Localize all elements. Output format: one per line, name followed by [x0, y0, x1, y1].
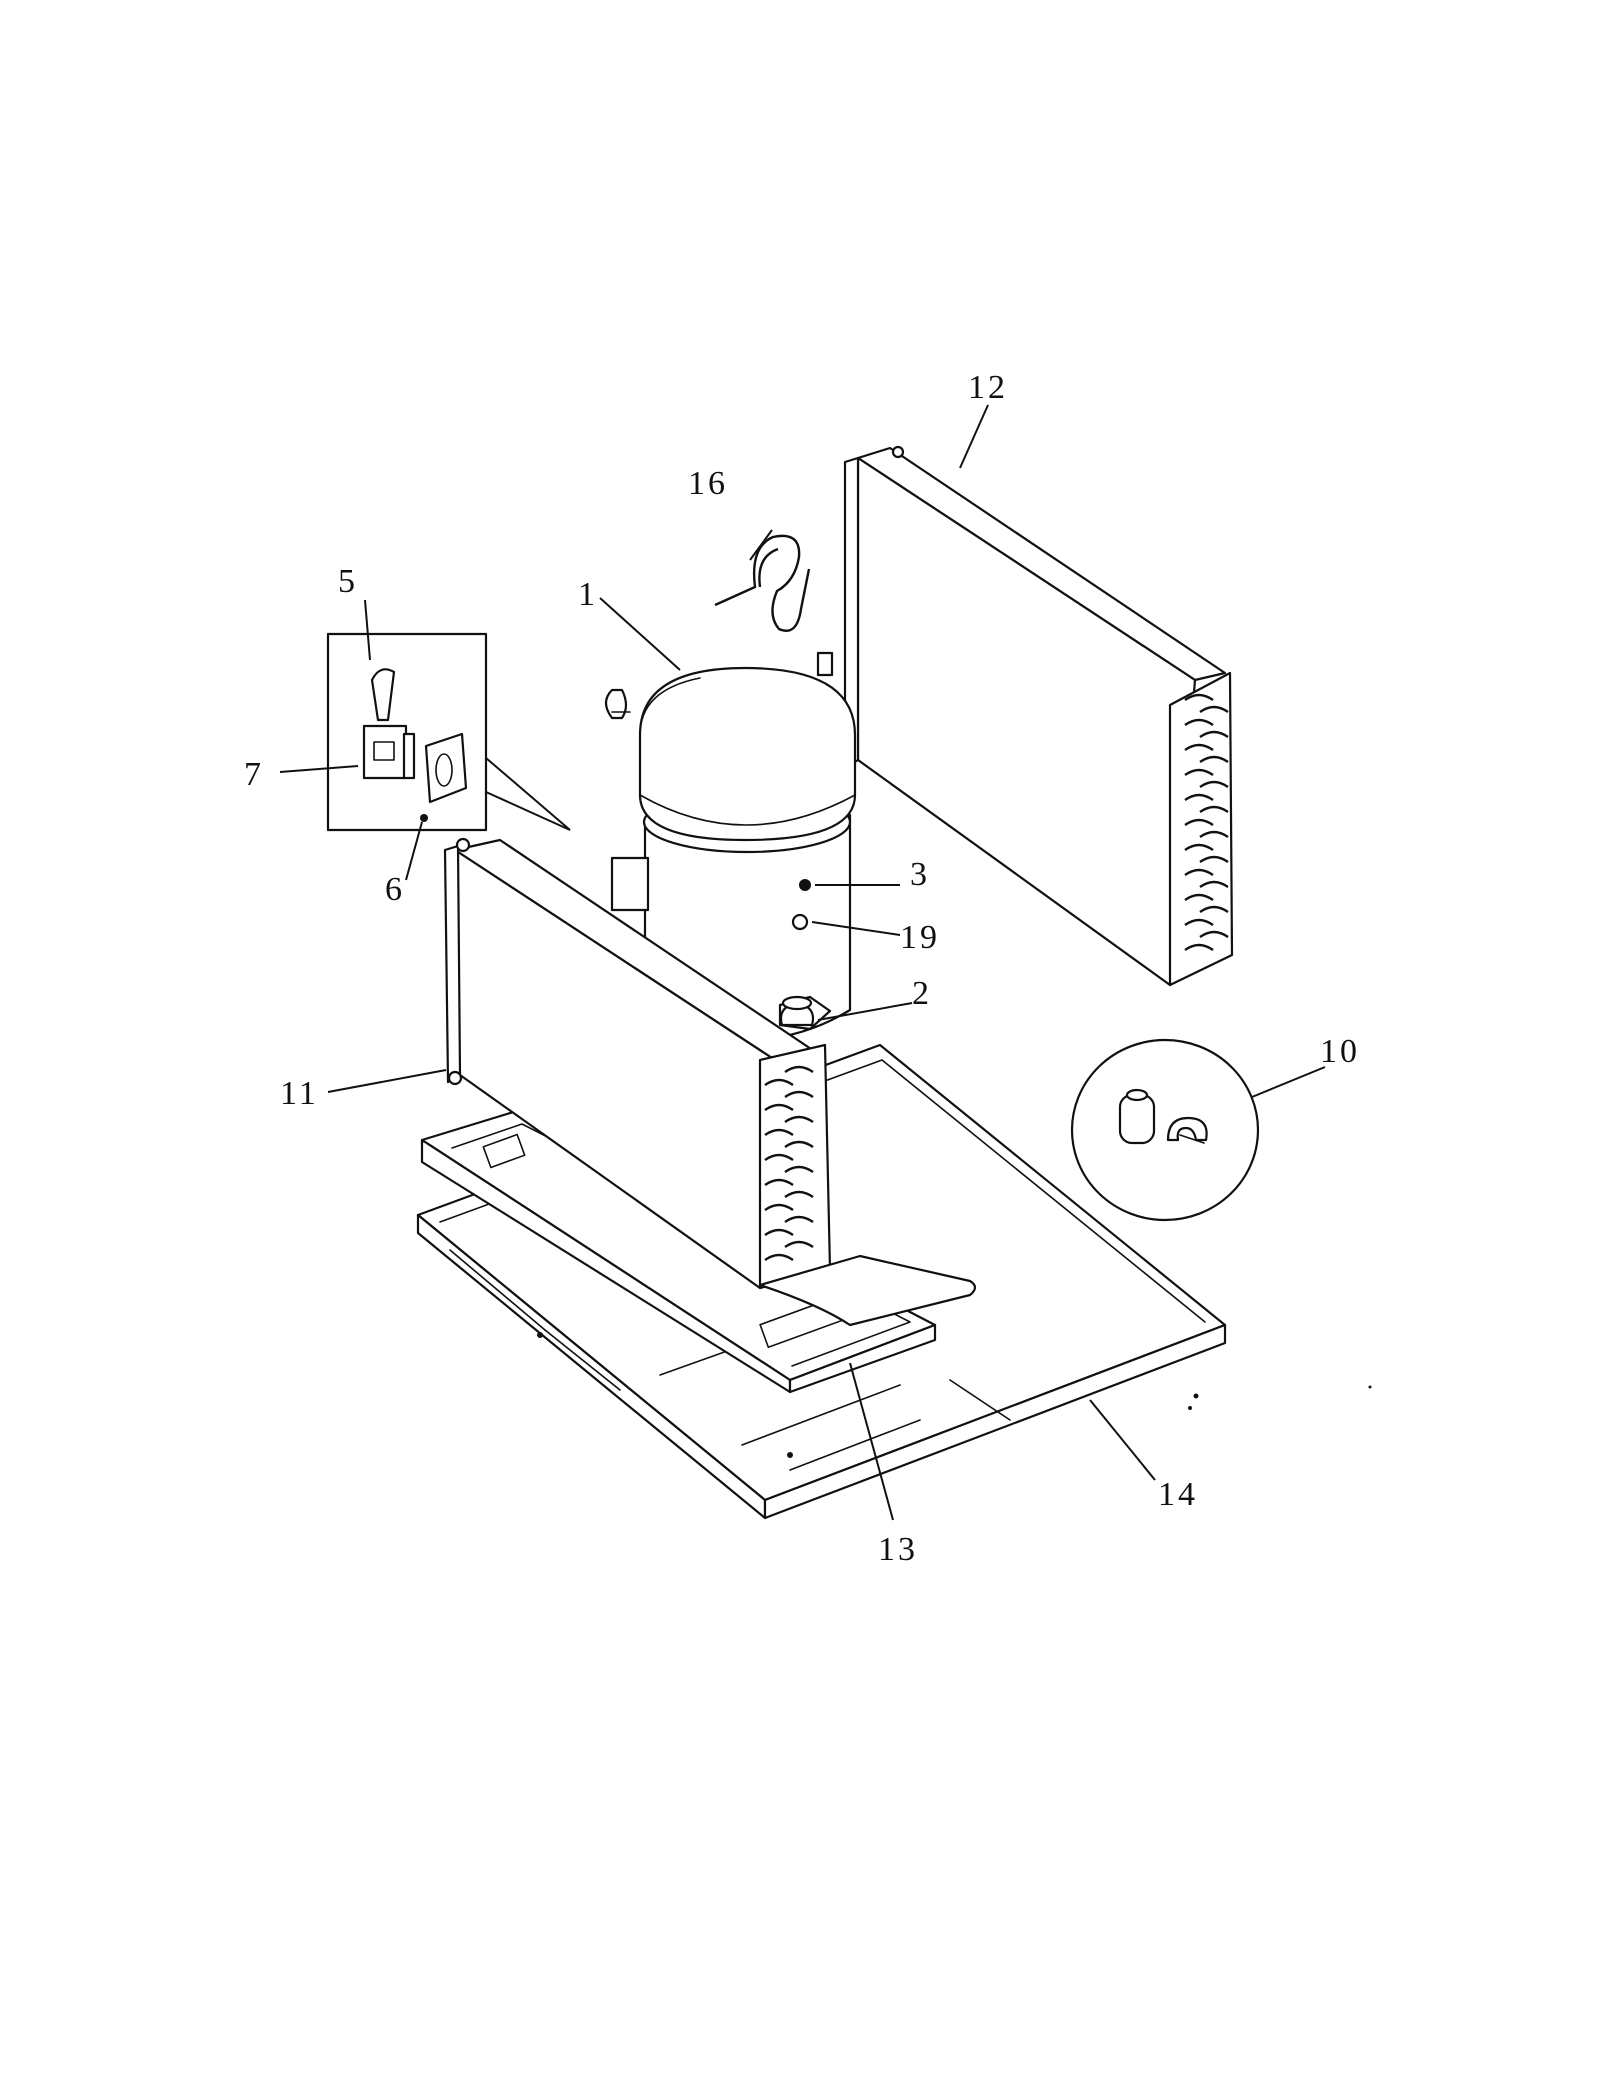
- capillary-coil: [714, 534, 811, 632]
- callout-1: 1: [578, 576, 598, 613]
- callout-6: 6: [385, 871, 405, 908]
- speck-mark: [1368, 1385, 1372, 1389]
- front-coil-hairpins: [764, 1065, 814, 1261]
- callout-labels: 1 2 3 5 6 7 10 11 12 13 14 16 19: [244, 369, 1360, 1568]
- callout-2: 2: [912, 975, 932, 1012]
- callout-13: 13: [878, 1531, 918, 1568]
- callout-19: 19: [900, 919, 940, 956]
- callout-11: 11: [280, 1075, 319, 1112]
- callout-7: 7: [244, 756, 264, 793]
- callout-12: 12: [968, 369, 1008, 406]
- callout-10: 10: [1320, 1033, 1360, 1070]
- speck-mark: [1188, 1406, 1192, 1410]
- front-condenser-coil: [443, 837, 977, 1327]
- callout-3: 3: [910, 856, 930, 893]
- callout-5: 5: [338, 563, 358, 600]
- drier-inset: [1070, 1038, 1260, 1222]
- electrical-inset: [326, 632, 571, 832]
- callout-14: 14: [1158, 1476, 1198, 1513]
- leader-lines: [279, 404, 1326, 1521]
- rear-coil-hairpins: [1184, 693, 1229, 951]
- rear-condenser-coil: [843, 445, 1234, 987]
- callout-16: 16: [688, 465, 728, 502]
- rubber-grommet: [779, 995, 815, 1027]
